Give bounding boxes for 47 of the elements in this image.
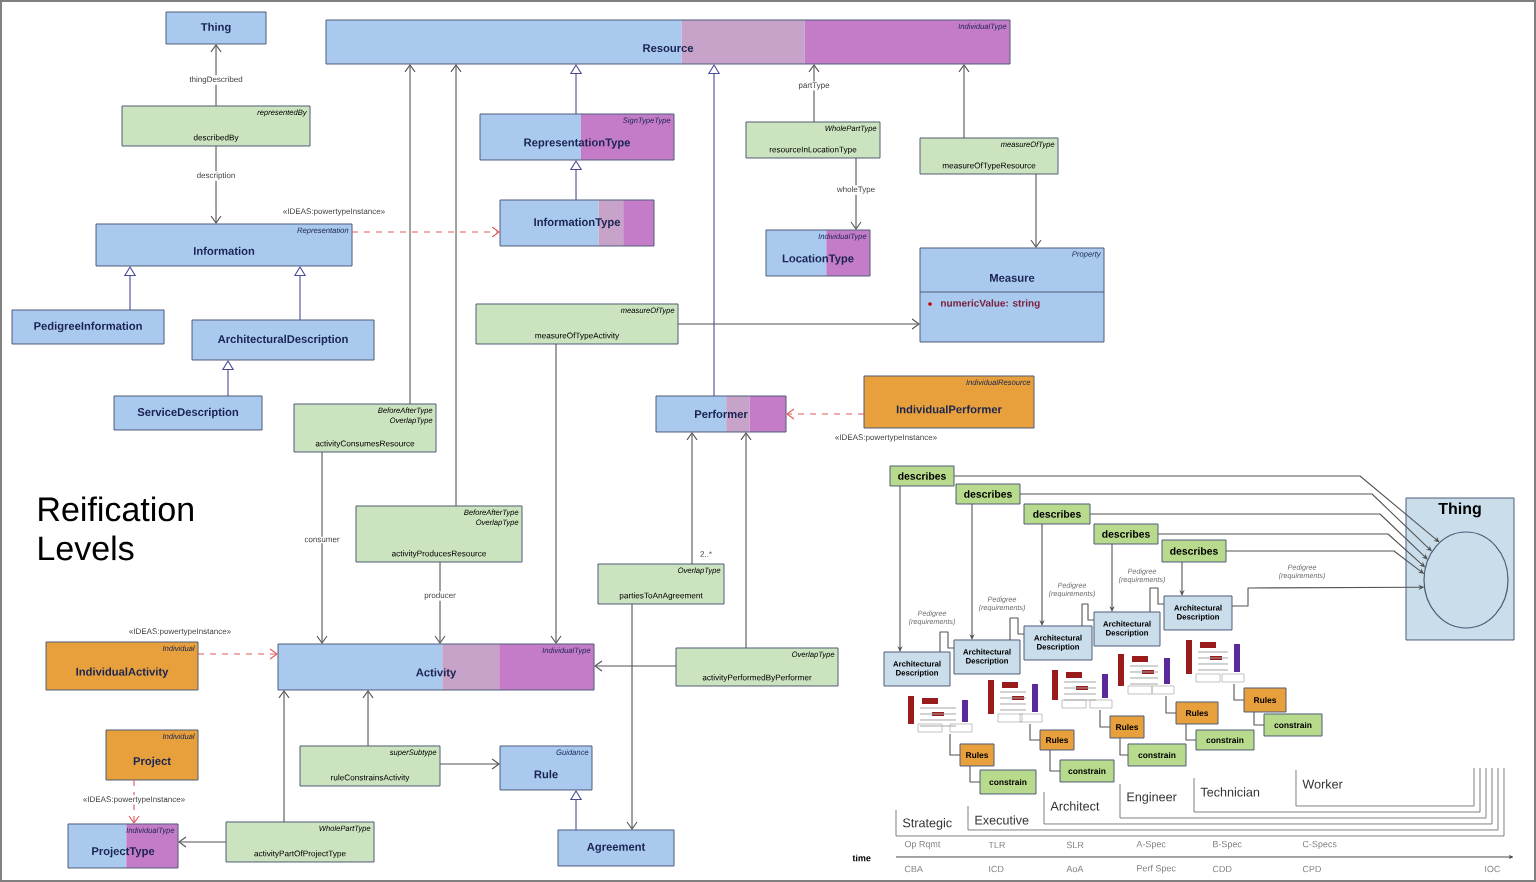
- arrow: [316, 451, 328, 644]
- thumbnail-drawing: [1186, 640, 1245, 683]
- arrow: [404, 64, 416, 405]
- connector: [1049, 749, 1061, 772]
- arrow: [278, 690, 290, 823]
- arrow: [550, 343, 562, 644]
- thumbnail-drawing: [1118, 654, 1175, 695]
- arrow: [626, 603, 638, 830]
- arrow: [1030, 173, 1042, 248]
- connector: [949, 733, 961, 756]
- connector: [1149, 587, 1165, 613]
- thumbnail-drawing: [988, 680, 1043, 723]
- connector: [1185, 723, 1197, 741]
- arrow: [178, 836, 227, 848]
- ellipse: [1423, 531, 1509, 629]
- dependency-arrow: [197, 648, 278, 660]
- arrow: [210, 145, 222, 224]
- thumbnail-drawing: [908, 696, 973, 733]
- arrow: [362, 690, 374, 747]
- connector: [969, 765, 981, 783]
- arrow: [686, 432, 698, 565]
- connector: [1165, 695, 1177, 714]
- arrow: [677, 318, 920, 330]
- arrow: [953, 475, 1440, 543]
- thumbnail-drawing: [1052, 670, 1113, 709]
- dependency-arrow: [786, 408, 865, 420]
- connector: [1233, 683, 1245, 701]
- arrow: [808, 64, 820, 123]
- connector: [1119, 737, 1129, 756]
- arrow: [210, 44, 222, 107]
- connector: [1029, 723, 1041, 741]
- connector: [1099, 709, 1111, 728]
- dependency-arrow: [351, 226, 500, 238]
- connector: [939, 631, 955, 653]
- arrow: [434, 561, 446, 644]
- arrow: [850, 157, 862, 230]
- connector: [1081, 603, 1095, 627]
- arrow: [594, 660, 677, 672]
- arrow: [1089, 513, 1428, 560]
- connector: [1253, 711, 1265, 726]
- arrow: [740, 432, 752, 649]
- dependency-arrow: [128, 779, 140, 824]
- connector: [1009, 617, 1025, 641]
- arrow: [958, 64, 970, 139]
- arrow: [439, 758, 500, 770]
- heading: Reification Levels: [39, 496, 193, 561]
- arrow: [450, 64, 462, 507]
